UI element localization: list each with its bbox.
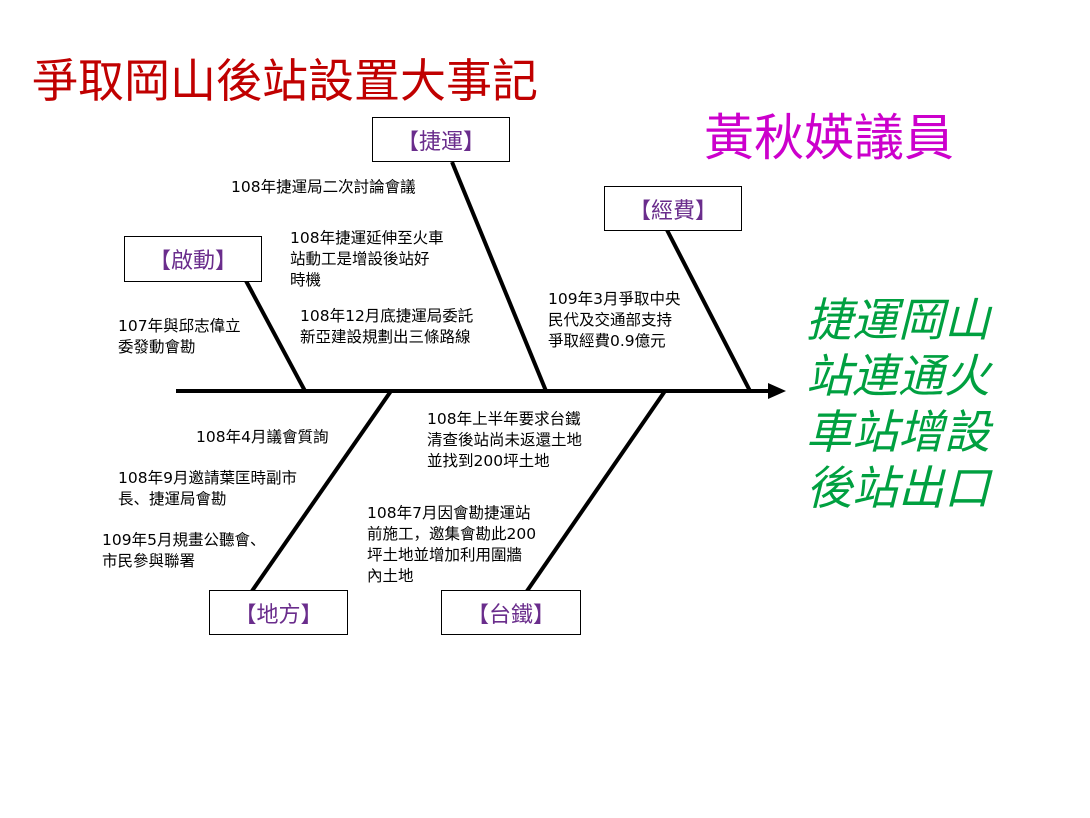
event-railway-1: 108年上半年要求台鐵 清查後站尚未返還土地 並找到200坪土地 [427,409,582,472]
event-line: 前施工，邀集會勘此200 [367,525,537,543]
event-local-1: 108年4月議會質詢 [196,427,328,448]
event-mrt-1: 108年捷運局二次討論會議 [231,177,416,198]
event-line: 108年12月底捷運局委託 [300,307,474,325]
event-line: 民代及交通部支持 [548,311,673,329]
page-title: 爭取岡山後站設置大事記 [32,54,538,108]
spine-arrowhead [768,383,786,399]
event-line: 長、捷運局會勘 [118,490,227,508]
goal-line: 後站出口 [806,461,990,515]
bone-start [243,278,307,392]
bone-railway [525,389,667,593]
goal-line: 站連通火 [806,349,990,403]
event-line: 爭取經費0.9億元 [548,332,666,350]
event-line: 內土地 [367,567,414,585]
category-railway: 【台鐵】 [441,590,581,635]
event-line: 108年捷運延伸至火車 [290,229,444,247]
event-mrt-3: 108年12月底捷運局委託 新亞建設規劃出三條路線 [300,306,473,348]
bone-mrt [450,161,548,392]
category-mrt: 【捷運】 [372,117,510,162]
event-start-1: 107年與邱志偉立 委發動會勘 [118,316,241,358]
fish-head-goal: 捷運岡山 站連通火 車站增設 後站出口 [806,292,1006,516]
event-line: 107年與邱志偉立 [118,317,241,335]
category-budget: 【經費】 [604,186,742,231]
event-line: 新亞建設規劃出三條路線 [300,328,471,346]
event-line: 清查後站尚未返還土地 [427,431,583,449]
event-line: 並找到200坪土地 [427,452,550,470]
event-line: 108年7月因會勘捷運站 [367,504,531,522]
event-line: 109年3月爭取中央 [548,290,681,308]
bone-local [250,389,393,593]
bone-budget [665,229,752,392]
event-line: 108年捷運局二次討論會議 [231,178,416,196]
event-budget-1: 109年3月爭取中央 民代及交通部支持 爭取經費0.9億元 [548,289,680,352]
event-local-3: 109年5月規畫公聽會、 市民參與聯署 [102,530,265,572]
goal-line: 車站增設 [806,405,990,459]
event-line: 時機 [290,271,322,289]
category-local: 【地方】 [209,590,348,635]
event-line: 108年9月邀請葉匡時副市 [118,469,297,487]
event-line: 委發動會勘 [118,338,196,356]
author-name: 黃秋媖議員 [704,109,954,167]
event-line: 坪土地並增加利用圍牆 [367,546,523,564]
event-local-2: 108年9月邀請葉匡時副市 長、捷運局會勘 [118,468,297,510]
event-line: 站動工是增設後站好 [290,250,430,268]
event-railway-2: 108年7月因會勘捷運站 前施工，邀集會勘此200 坪土地並增加利用圍牆 內土地 [367,503,536,587]
goal-line: 捷運岡山 [806,293,990,347]
event-line: 108年4月議會質詢 [196,428,329,446]
event-line: 市民參與聯署 [102,552,196,570]
category-start: 【啟動】 [124,236,262,282]
event-line: 109年5月規畫公聽會、 [102,531,266,549]
event-line: 108年上半年要求台鐵 [427,410,581,428]
event-mrt-2: 108年捷運延伸至火車 站動工是增設後站好 時機 [290,228,444,291]
